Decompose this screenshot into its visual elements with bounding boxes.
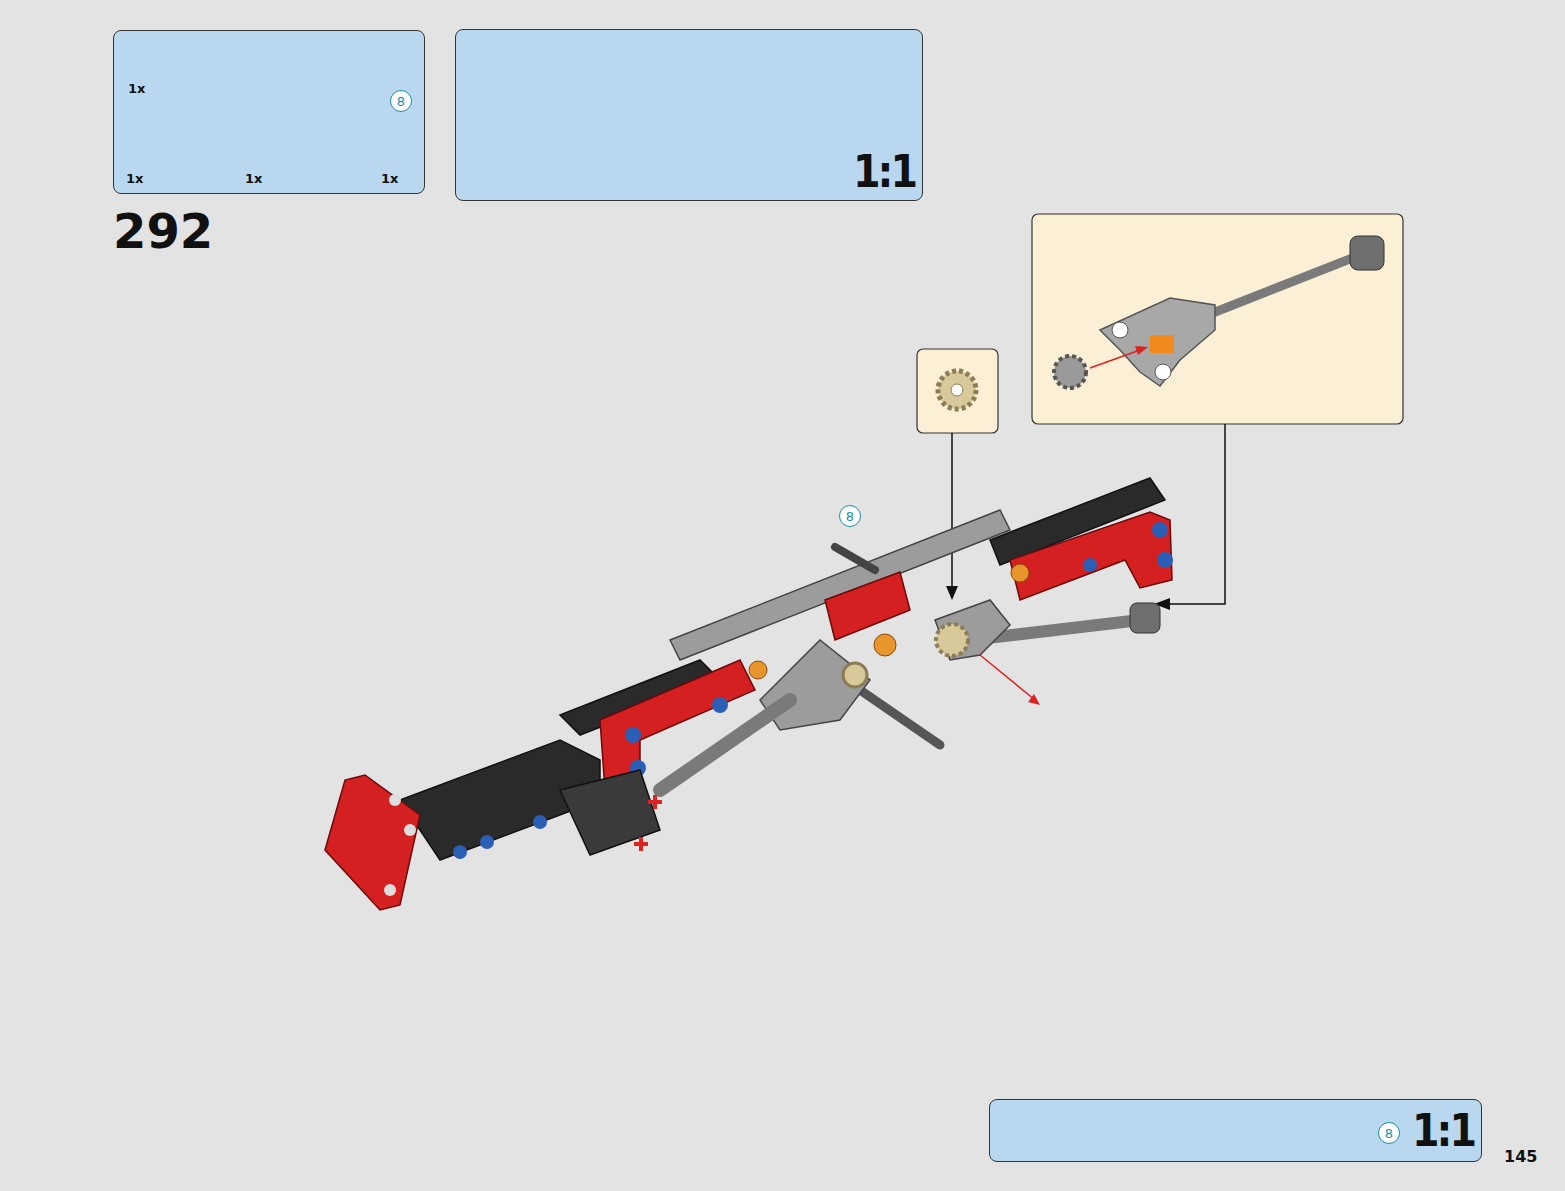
axle-ruler-panel: 1:1 8 bbox=[989, 1099, 1482, 1162]
part-quantity: 1x bbox=[128, 81, 145, 96]
drawing-shape bbox=[1028, 694, 1040, 705]
drawing-shape bbox=[749, 661, 767, 679]
drawing-shape bbox=[625, 697, 728, 776]
drawing-shape bbox=[660, 700, 790, 790]
parts-list-panel: 1x 1x 1x 1x 8 bbox=[113, 30, 425, 194]
drawing-shape bbox=[1083, 558, 1097, 572]
drawing-shape bbox=[1032, 214, 1403, 424]
drawing-shape bbox=[835, 547, 875, 570]
drawing-shape bbox=[1130, 603, 1160, 633]
step-number: 292 bbox=[113, 203, 213, 259]
drawing-shape bbox=[1054, 356, 1086, 388]
scale-panel: 1:1 bbox=[455, 29, 923, 201]
drawing-shape bbox=[951, 433, 953, 596]
drawing-shape bbox=[980, 655, 1035, 700]
drawing-shape bbox=[1350, 236, 1384, 270]
drawing-shape bbox=[1010, 512, 1172, 600]
callout-number: 8 bbox=[846, 509, 854, 524]
scale-label: 1:1 bbox=[853, 146, 915, 197]
drawing-shape bbox=[325, 775, 420, 910]
drawing-shape bbox=[843, 663, 867, 687]
part-quantity: 1x bbox=[126, 171, 143, 186]
part-quantity: 1x bbox=[381, 171, 398, 186]
drawing-shape bbox=[1150, 335, 1174, 353]
callout-number: 8 bbox=[1385, 1126, 1393, 1141]
drawing-shape bbox=[935, 600, 1010, 660]
drawing-shape bbox=[936, 624, 968, 656]
drawing-shape bbox=[1135, 346, 1148, 355]
drawing-shape bbox=[453, 815, 547, 859]
drawing-shape bbox=[1157, 552, 1173, 568]
drawing-shape bbox=[634, 795, 662, 851]
drawing-shape bbox=[951, 384, 963, 396]
drawing-shape bbox=[384, 884, 396, 896]
drawing-shape bbox=[1100, 298, 1215, 386]
drawing-shape bbox=[389, 794, 401, 806]
drawing-shape bbox=[825, 572, 910, 640]
drawing-shape bbox=[453, 845, 467, 859]
drawing-shape bbox=[670, 510, 1010, 660]
drawing-shape bbox=[946, 586, 958, 600]
drawing-shape bbox=[917, 349, 998, 433]
drawing-shape bbox=[1083, 522, 1173, 572]
drawing-shape bbox=[639, 837, 643, 851]
page-number: 145 bbox=[1504, 1147, 1537, 1166]
drawing-shape bbox=[1090, 350, 1140, 368]
callout-number: 8 bbox=[397, 94, 405, 109]
drawing-shape bbox=[1011, 564, 1029, 582]
drawing-shape bbox=[560, 770, 660, 855]
drawing-shape bbox=[533, 815, 547, 829]
drawing-shape bbox=[480, 835, 494, 849]
callout-circle: 8 bbox=[390, 90, 412, 112]
scale-label: 1:1 bbox=[1412, 1105, 1474, 1156]
drawing-shape bbox=[874, 634, 896, 656]
callout-boxes bbox=[917, 214, 1403, 610]
drawing-shape bbox=[653, 795, 657, 809]
drawing-shape bbox=[625, 727, 641, 743]
model-drawing bbox=[325, 478, 1173, 910]
part-quantity: 1x bbox=[245, 171, 262, 186]
callout-circle: 8 bbox=[839, 505, 861, 527]
drawing-shape bbox=[1155, 364, 1171, 380]
drawing-shape bbox=[1152, 522, 1168, 538]
callout-circle: 8 bbox=[1378, 1122, 1400, 1144]
drawing-shape bbox=[404, 824, 416, 836]
drawing-shape bbox=[712, 697, 728, 713]
drawing-shape bbox=[1112, 322, 1128, 338]
drawing-shape bbox=[860, 690, 940, 745]
drawing-shape bbox=[1200, 255, 1360, 318]
drawing-shape bbox=[938, 371, 976, 409]
